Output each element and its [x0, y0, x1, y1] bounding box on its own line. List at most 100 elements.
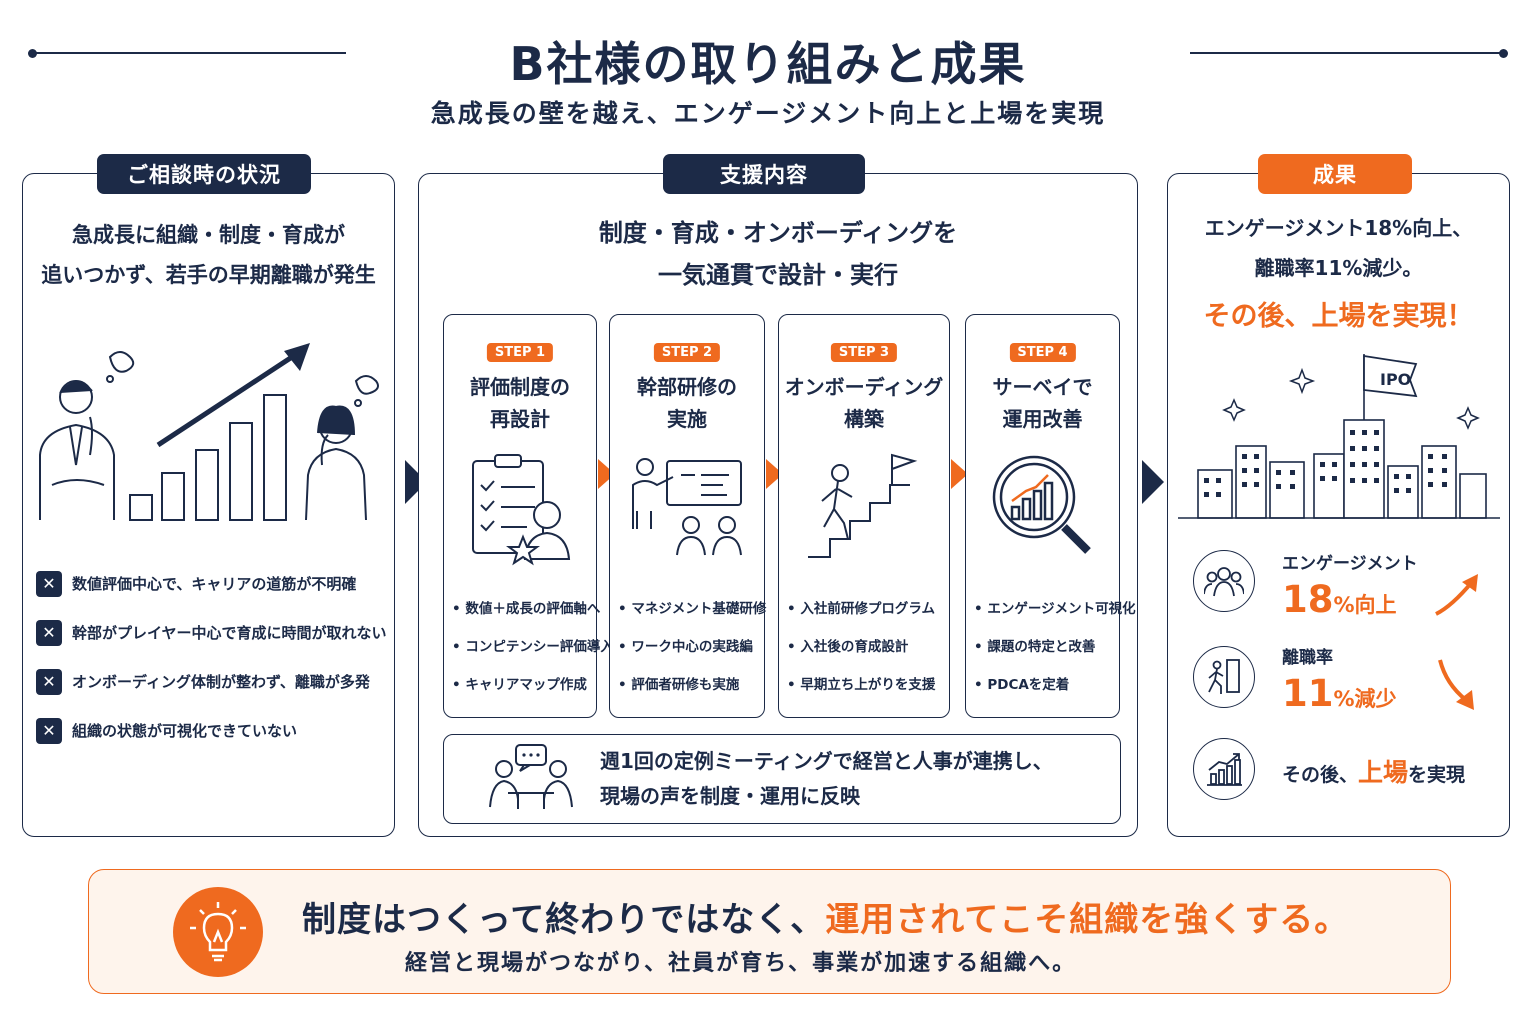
support-summary: 制度・育成・オンボーディングを 一気通貫で設計・実行 [418, 212, 1138, 296]
x-icon: ✕ [36, 619, 62, 646]
step-bullet: 入社前研修プログラム [787, 597, 935, 635]
issue-item: ✕ 組織の状態が可視化できていない [36, 706, 396, 755]
listing-text: その後、上場を実現 [1282, 753, 1465, 789]
step-title: 評価制度の 再設計 [444, 371, 596, 435]
issue-item: ✕ オンボーディング体制が整わず、離職が多発 [36, 657, 396, 706]
step-title-line: 幹部研修の [637, 375, 737, 399]
step-bullets: 入社前研修プログラム 入社後の育成設計 早期立ち上がりを支援 [787, 597, 935, 711]
results-line: 離職率11%減少。 [1254, 256, 1423, 280]
step-title-line: オンボーディング [784, 375, 944, 399]
issue-text: オンボーディング体制が整わず、離職が多発 [72, 673, 370, 691]
results-summary: エンゲージメント18%向上、 離職率11%減少。 [1167, 208, 1510, 288]
situation-tag: ご相談時の状況 [97, 154, 311, 194]
issue-text: 組織の状態が可視化できていない [72, 722, 298, 740]
results-tag: 成果 [1258, 154, 1412, 194]
x-icon: ✕ [36, 717, 62, 744]
page-subtitle: 急成長の壁を越え、エンゲージメント向上と上場を実現 [430, 99, 1106, 128]
step-bullet: 入社後の育成設計 [787, 635, 935, 673]
message-line-1-highlight: 運用されてこそ組織を強くする。 [825, 900, 1350, 940]
message-line-1-pre: 制度はつくって終わりではなく、 [302, 900, 826, 940]
step-bullet: ワーク中心の実践編 [618, 635, 766, 673]
step-bullets: エンゲージメント可視化 課題の特定と改善 PDCAを定着 [974, 597, 1135, 711]
engagement-value: 18%向上 [1282, 578, 1397, 621]
step-card-1: STEP 1 評価制度の 再設計 数値＋成長の評価軸へ コンピテンシー評価導入 … [443, 314, 614, 718]
step-bullet: エンゲージメント可視化 [974, 597, 1135, 635]
x-icon: ✕ [36, 668, 62, 695]
message-box [88, 869, 1451, 994]
step-bullet: キャリアマップ作成 [452, 673, 614, 711]
meeting-line: 現場の声を制度・運用に反映 [600, 784, 860, 808]
message-line-2: 経営と現場がつながり、社員が育ち、事業が加速する組織へ。 [405, 951, 1077, 976]
engagement-number: 18 [1282, 578, 1334, 621]
step-card-3: STEP 3 オンボーディング 構築 入社前研修プログラム 入社後の育成設計 早… [778, 314, 950, 718]
team-icon [1193, 550, 1255, 612]
step-arrow-icon [951, 459, 968, 489]
step-bullet: 評価者研修も実施 [618, 673, 766, 711]
chart-bar [161, 472, 185, 521]
lightbulb-icon [173, 887, 263, 977]
ipo-flag-label: IPO [1380, 370, 1411, 389]
clipboard-icon [472, 454, 571, 566]
listing-post: を実現 [1408, 764, 1466, 786]
step-title: オンボーディング 構築 [779, 371, 949, 435]
situation-line-2: 追いつかず、若手の早期離職が発生 [41, 263, 376, 287]
meeting-box [443, 734, 1121, 824]
lecture-icon [632, 458, 742, 556]
chart-bar [263, 394, 287, 521]
flow-arrow-icon [1142, 460, 1164, 504]
step-bullet: コンピテンシー評価導入 [452, 635, 614, 673]
arrow-up-icon [1435, 574, 1478, 616]
ipo-flag-shape [1363, 354, 1418, 398]
meeting-text: 週1回の定例ミーティングで経営と人事が連携し、 現場の声を制度・運用に反映 [600, 744, 1053, 814]
results-highlight: その後、上場を実現！ [1203, 301, 1474, 332]
step-bullet: 早期立ち上がりを支援 [787, 673, 935, 711]
chart-bar [129, 494, 153, 521]
step-tag: STEP 1 [486, 343, 554, 362]
support-tag: 支援内容 [663, 154, 865, 194]
support-line-2: 一気通貫で設計・実行 [658, 261, 898, 289]
listing-highlight: 上場 [1358, 758, 1409, 787]
turnover-number: 11 [1282, 672, 1334, 715]
step-title: サーベイで 運用改善 [966, 371, 1119, 435]
arrow-down-icon [1438, 659, 1474, 710]
city-skyline-illustration: IPO [1178, 354, 1500, 519]
step-bullet: マネジメント基礎研修 [618, 597, 766, 635]
sparkle-icon [1222, 398, 1246, 422]
step-title-line: 実施 [667, 407, 707, 431]
turnover-label: 離職率 [1282, 648, 1333, 668]
step-bullet: 数値＋成長の評価軸へ [452, 597, 614, 635]
step-tag: STEP 2 [653, 343, 721, 362]
growth-arrow [156, 354, 294, 448]
meeting-icon [489, 744, 573, 809]
engagement-unit: %向上 [1333, 593, 1397, 617]
step-title: 幹部研修の 実施 [610, 371, 764, 435]
x-icon: ✕ [36, 570, 62, 597]
step-bullets: 数値＋成長の評価軸へ コンピテンシー評価導入 キャリアマップ作成 [452, 597, 614, 711]
issue-item: ✕ 数値評価中心で、キャリアの道筋が不明確 [36, 559, 396, 608]
stairs-flag-icon [808, 453, 918, 558]
growth-illustration [39, 343, 379, 521]
support-line-1: 制度・育成・オンボーディングを [598, 219, 958, 247]
step-title-line: サーベイで [992, 375, 1093, 399]
step-card-4: STEP 4 サーベイで 運用改善 エンゲージメント可視化 課題の特定と改善 P… [965, 314, 1136, 718]
exit-door-icon [1193, 646, 1255, 708]
turnover-value: 11%減少 [1282, 672, 1397, 715]
chart-bar [195, 449, 219, 521]
issue-text: 幹部がプレイヤー中心で育成に時間が取れない [72, 624, 387, 642]
step-title-line: 再設計 [490, 407, 550, 431]
turnover-unit: %減少 [1333, 687, 1397, 711]
step-title-line: 運用改善 [1002, 407, 1083, 431]
sparkle-icon [1456, 406, 1480, 430]
sparkle-icon [1288, 367, 1316, 395]
step-title-line: 評価制度の [470, 375, 570, 399]
listing-pre: その後、 [1282, 764, 1359, 786]
situation-summary: 急成長に組織・制度・育成が 追いつかず、若手の早期離職が発生 [22, 215, 395, 295]
engagement-label: エンゲージメント [1282, 554, 1418, 574]
results-line: エンゲージメント18%向上、 [1204, 216, 1473, 240]
magnifier-chart-icon [992, 455, 1091, 554]
page-title: B社様の取り組みと成果 [509, 37, 1027, 91]
issue-list: ✕ 数値評価中心で、キャリアの道筋が不明確 ✕ 幹部がプレイヤー中心で育成に時間が取… [36, 559, 396, 755]
chart-bar [229, 422, 253, 521]
situation-line-1: 急成長に組織・制度・育成が [72, 223, 345, 247]
issue-text: 数値評価中心で、キャリアの道筋が不明確 [72, 575, 357, 593]
